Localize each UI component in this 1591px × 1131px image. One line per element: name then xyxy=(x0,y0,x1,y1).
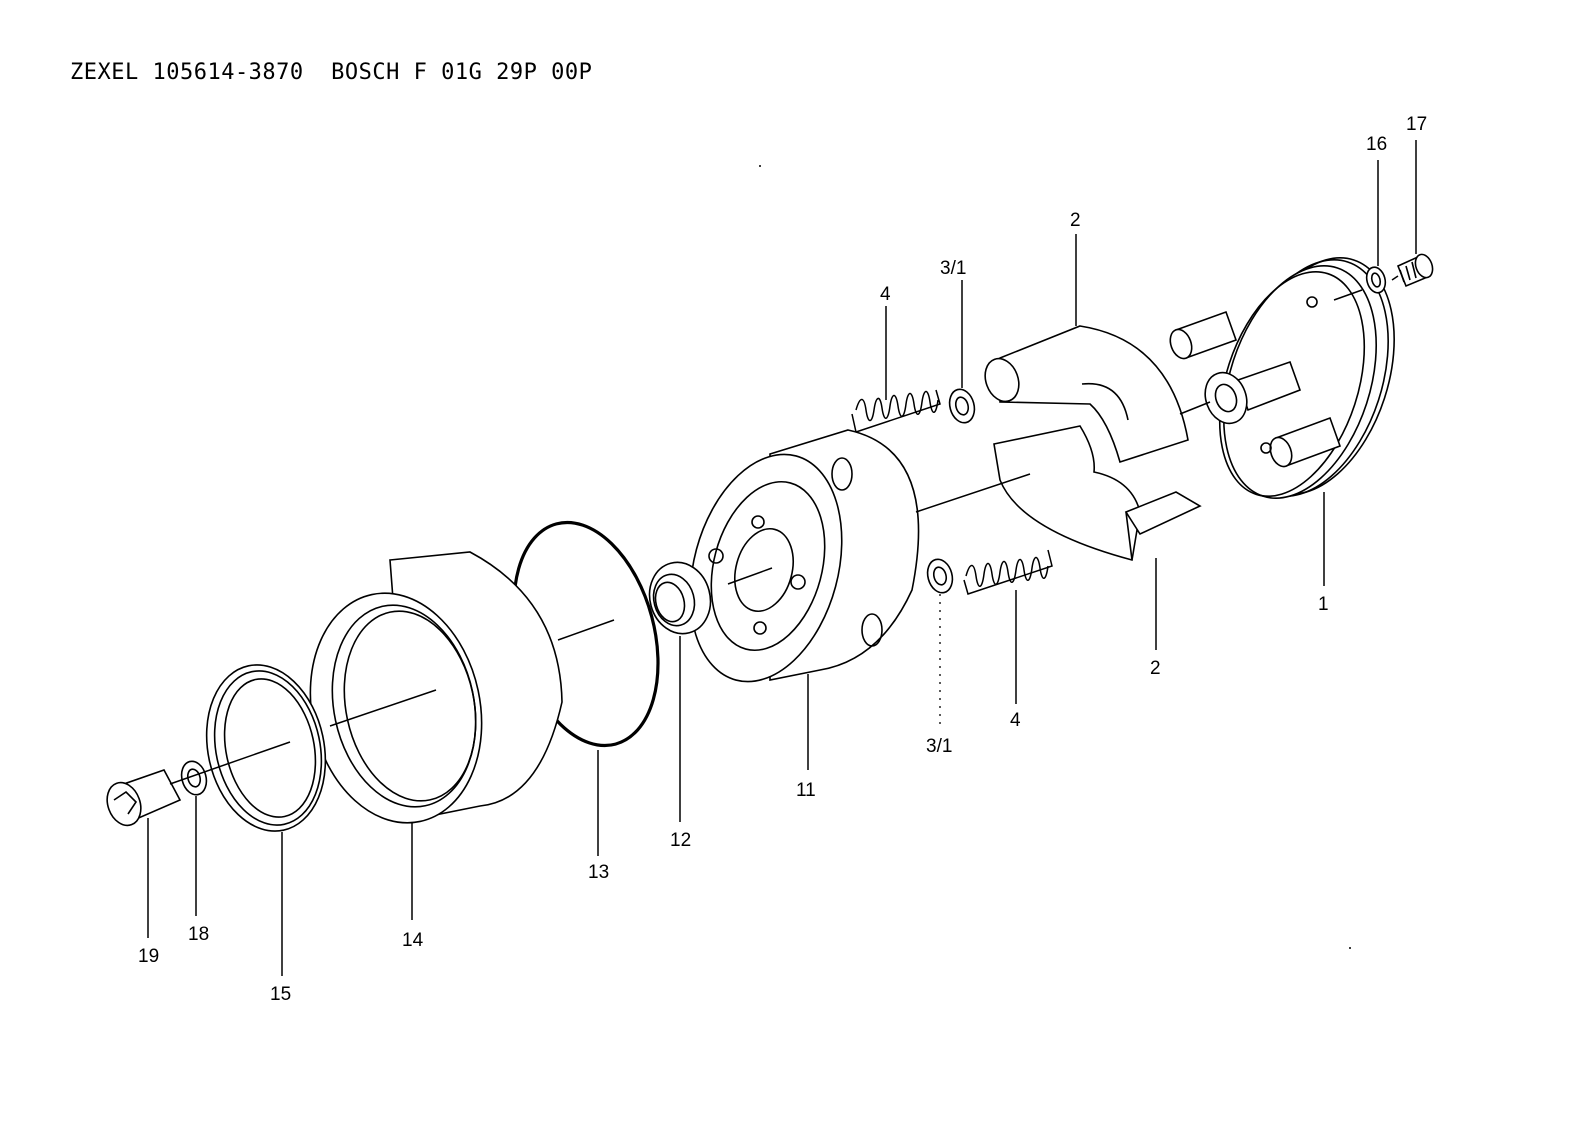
part-1-flange xyxy=(1169,257,1395,499)
part-17-screw xyxy=(1396,253,1434,288)
callout-2-lower: 2 xyxy=(1150,658,1161,679)
part-2-flyweight-upper xyxy=(984,325,1189,464)
part-19-plug-screw xyxy=(106,769,182,827)
callout-labels: 1 2 2 3/1 3/1 4 4 11 12 13 14 15 16 17 1… xyxy=(138,114,1427,1005)
part-3-1-washer-upper xyxy=(948,388,976,424)
callout-1: 1 xyxy=(1318,594,1329,615)
part-14-cover xyxy=(309,551,563,824)
callout-4-lower: 4 xyxy=(1010,710,1021,731)
page-title: ZEXEL 105614-3870 BOSCH F 01G 29P 00P xyxy=(70,60,593,85)
callout-3-1-lower: 3/1 xyxy=(926,736,952,757)
part-2-flyweight-lower xyxy=(993,425,1202,562)
part-12-bush xyxy=(648,561,712,635)
part-18-washer xyxy=(180,760,208,796)
callout-17: 17 xyxy=(1406,114,1427,135)
part-3-1-washer-lower xyxy=(926,558,954,594)
callout-18: 18 xyxy=(188,924,209,945)
speck-dot xyxy=(759,165,761,167)
callout-11: 11 xyxy=(796,780,816,801)
leader-lines xyxy=(147,140,1417,976)
part-16-washer xyxy=(1365,266,1387,294)
assembly-axis xyxy=(169,275,1399,785)
speck-dot xyxy=(1349,947,1351,949)
callout-15: 15 xyxy=(270,984,291,1005)
callout-14: 14 xyxy=(402,930,424,951)
callout-16: 16 xyxy=(1366,134,1387,155)
part-4-spring-lower xyxy=(963,549,1053,595)
callout-4-upper: 4 xyxy=(880,284,891,305)
callout-2-upper: 2 xyxy=(1070,210,1081,231)
callout-13: 13 xyxy=(588,862,609,883)
part-11-housing xyxy=(689,429,920,683)
callout-12: 12 xyxy=(670,830,691,851)
callout-19: 19 xyxy=(138,946,159,967)
part-4-spring-upper xyxy=(851,389,941,433)
part-15-gasket xyxy=(205,664,327,832)
callout-3-1-upper: 3/1 xyxy=(940,258,966,279)
